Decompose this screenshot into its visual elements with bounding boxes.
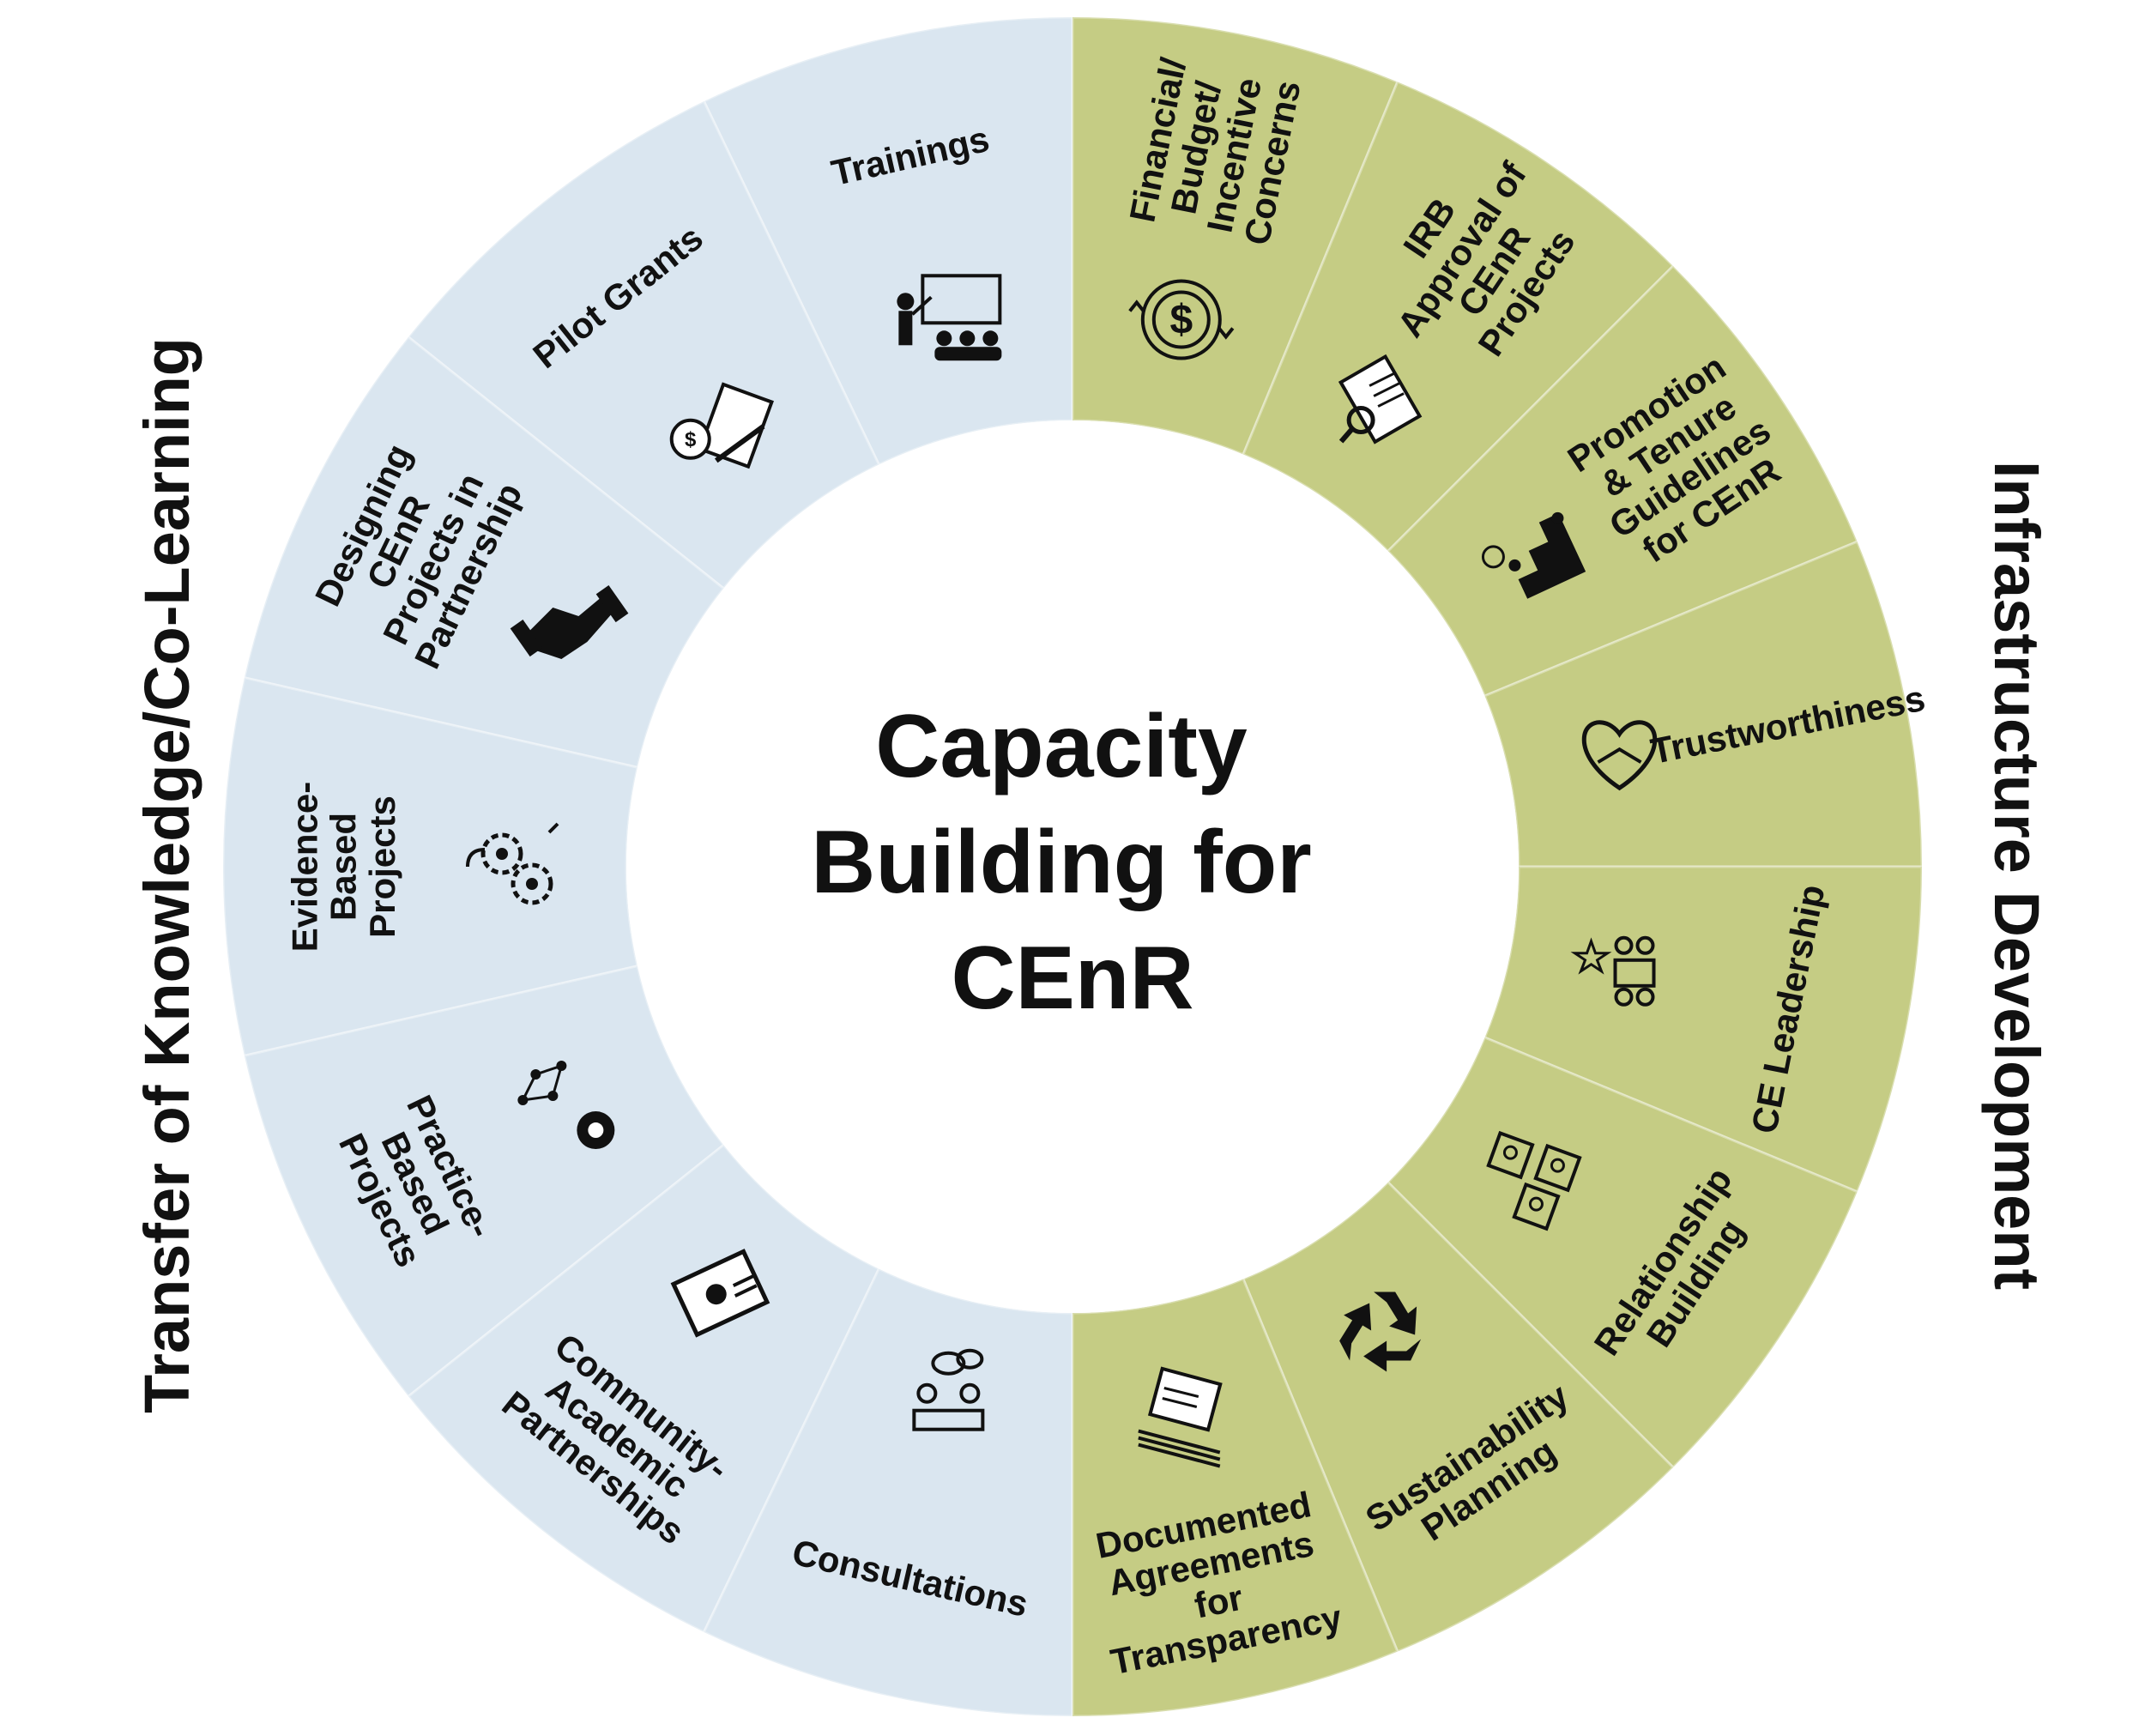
document-stack-icon [1138,1366,1223,1468]
center-hole [626,420,1519,1313]
document-magnifier-icon [1338,354,1423,445]
left-segment-label: Evidence-BasedProjects [284,782,402,952]
center-title-line-2: Building for [811,813,1311,912]
left-segment-label-line: Based [323,813,364,921]
consultation-meeting-icon [912,1348,985,1431]
center-title: Capacity Building for CEnR [811,697,1333,1028]
heart-handshake-icon [1581,720,1658,791]
left-segment [221,675,639,1058]
right-segment-label: DocumentedAgreementsforTransparency [1085,1482,1345,1682]
presentation-board-icon [670,1249,770,1338]
left-group-label: Transfer of Knowledge/Co-Learning [131,337,202,1413]
svg-text:$: $ [1169,297,1193,342]
right-segment-label: Financial/Budget/IncentiveConcerns [1121,54,1308,248]
center-title-line-1: Capacity [875,697,1248,796]
stairs-promotion-icon [1481,511,1586,599]
network-gear-bulb-icon [517,1061,615,1150]
right-segment-label-line: for [1191,1577,1246,1626]
handshake-icon [510,585,629,659]
left-segment [406,100,881,590]
grant-document-money-icon: $ [669,382,774,469]
recycle-icon [1339,1291,1422,1372]
left-segment [243,335,726,770]
left-segment-label-line: Evidence- [284,782,324,952]
puzzle-people-icon [1486,1130,1582,1231]
wheel-segments [221,15,1924,1718]
svg-text:$: $ [685,428,697,451]
teacher-presentation-icon [897,274,1002,361]
dollar-cycle-icon: $ [1128,279,1235,360]
center-title-line-3: CEnR [951,928,1193,1028]
left-segment-label-line: Projects [362,795,402,938]
leadership-team-icon [1570,935,1656,1007]
segment-icons: $$ [466,274,1658,1468]
right-group-label: Infrastructure Development [1981,461,2052,1290]
gears-lightbulb-icon [466,822,559,905]
